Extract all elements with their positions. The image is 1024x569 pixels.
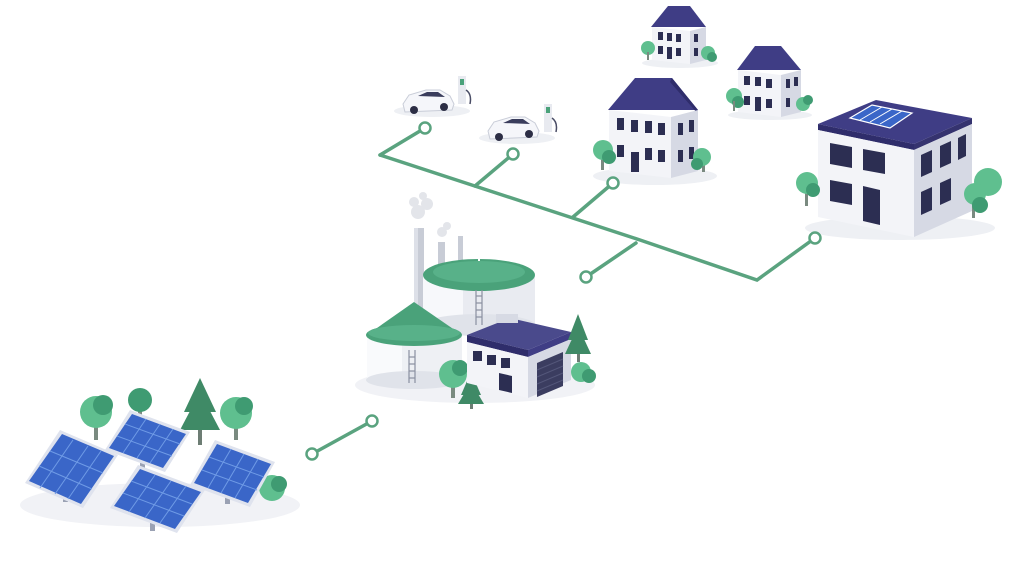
- tree-icon: [80, 395, 113, 440]
- conifer-tree-icon: [565, 314, 591, 362]
- biogas-plant-icon: [355, 192, 596, 409]
- network-node-icon[interactable]: [305, 447, 319, 461]
- network-node-icon[interactable]: [606, 176, 620, 190]
- tree-icon: [796, 95, 813, 111]
- charging-station-icon: [458, 76, 472, 105]
- solar-panel-icon: [110, 465, 205, 533]
- electric-car-charging-icon: [394, 76, 472, 117]
- branch-houses: [571, 181, 615, 219]
- tree-icon: [691, 148, 711, 172]
- solar-panel-icon: [25, 430, 118, 508]
- main-grid-line: [378, 153, 817, 282]
- rooftop-solar-icon: [848, 104, 914, 129]
- tree-icon: [726, 88, 744, 111]
- network-node-icon[interactable]: [418, 121, 432, 135]
- house-icon: [726, 46, 813, 120]
- smoke-icon: [409, 192, 451, 237]
- solar-panel-icon: [105, 410, 190, 472]
- conifer-tree-icon: [180, 378, 220, 445]
- tree-icon: [796, 172, 820, 206]
- network-node-icon[interactable]: [365, 414, 379, 428]
- tree-icon: [701, 46, 717, 62]
- branch-solar: [310, 419, 374, 456]
- tree-icon: [593, 140, 616, 170]
- network-node-icon[interactable]: [506, 147, 520, 161]
- tree-icon: [439, 360, 468, 398]
- network-node-icon[interactable]: [808, 231, 822, 245]
- charging-station-icon: [544, 104, 558, 133]
- office-building-icon: [796, 100, 1002, 240]
- electric-car-charging-icon: [479, 104, 558, 144]
- control-building-icon: [467, 314, 571, 398]
- tree-icon: [220, 397, 253, 440]
- energy-network-lines: [310, 126, 817, 456]
- tree-icon: [641, 41, 655, 60]
- tree-icon: [259, 475, 287, 501]
- branch-car-1: [378, 126, 427, 157]
- branch-car-2: [473, 152, 515, 188]
- network-node-icon[interactable]: [579, 270, 593, 284]
- tree-icon: [571, 362, 596, 383]
- network-nodes: [305, 121, 822, 461]
- tree-icon: [964, 168, 1002, 218]
- solar-panel-icon: [190, 440, 275, 507]
- house-icon: [641, 6, 718, 68]
- solar-farm-icon: [20, 378, 300, 533]
- house-icon: [593, 78, 717, 185]
- branch-plant: [584, 241, 638, 279]
